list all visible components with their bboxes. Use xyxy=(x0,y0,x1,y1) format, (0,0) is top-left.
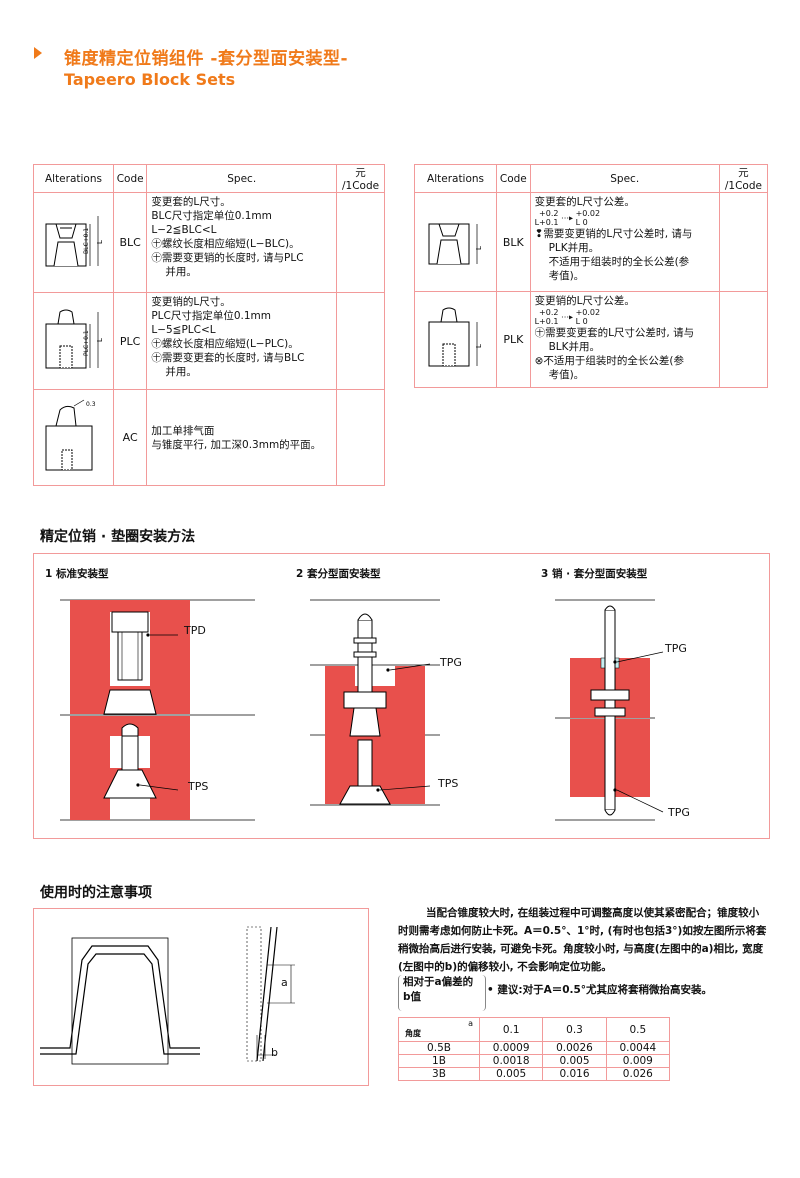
install-diagram-3 xyxy=(555,599,664,821)
page-title: 锥度精定位销组件 -套分型面安装型- xyxy=(64,49,349,69)
svg-text:L: L xyxy=(475,246,483,250)
note-icon: ㊉ xyxy=(151,352,162,364)
price-cell xyxy=(336,292,385,390)
note-icon: ㊉ xyxy=(151,338,162,350)
plk-spec: 变更销的L尺寸公差。 +0.2 L+0.1 ⋯▸ +0.02 L 0 ㊉需要变更… xyxy=(529,291,720,388)
code-blc: BLC xyxy=(112,192,148,293)
table-row: 0.3 AC 加工单排气面 与锥度平行, 加工深0.3mm的平面。 xyxy=(33,389,385,486)
col-header: 0.3 xyxy=(542,1017,607,1042)
install-label-3: 3 销 · 套分型面安装型 xyxy=(541,568,648,580)
plc-figure: PLC+0.1 L xyxy=(33,292,114,390)
notes-figure-panel xyxy=(33,908,369,1086)
page-subtitle: Tapeero Block Sets xyxy=(64,70,236,89)
callout-tps-1: TPS xyxy=(188,780,209,793)
table-row: L PLK 变更销的L尺寸公差。 +0.2 L+0.1 ⋯▸ +0.02 L 0… xyxy=(413,291,769,388)
install-label-1: 1 标准安装型 xyxy=(45,568,109,580)
right-alterations-table: Alterations Code Spec. 元 /1Code L BLK 变更… xyxy=(413,164,769,388)
note-icon: ㊉ xyxy=(151,238,162,250)
ac-spec: 加工单排气面 与锥度平行, 加工深0.3mm的平面。 xyxy=(146,389,338,486)
callout-tpg-2: TPG xyxy=(665,642,687,655)
price-cell xyxy=(336,389,385,486)
code-plk: PLK xyxy=(496,291,531,388)
plc-spec: 变更销的L尺寸。 PLC尺寸指定单位0.1mm L−5≦PLC<L ㊉螺纹长度相… xyxy=(146,292,338,390)
plk-figure: L xyxy=(413,291,498,388)
install-section-title: 精定位销 · 垫圈安装方法 xyxy=(40,529,196,545)
note-icon: ㊉ xyxy=(534,327,546,339)
code-plc: PLC xyxy=(112,292,148,390)
col-header: 0.5 xyxy=(605,1017,671,1042)
svg-text:L: L xyxy=(96,240,104,244)
left-alterations-table: Alterations Code Spec. 元 /1Code BLC+0.1 … xyxy=(33,164,385,486)
price-cell xyxy=(718,291,769,388)
blc-figure: BLC+0.1 L xyxy=(33,192,114,293)
code-blk: BLK xyxy=(496,192,531,292)
ac-figure: 0.3 xyxy=(33,389,114,486)
table-row: PLC+0.1 L PLC 变更销的L尺寸。 PLC尺寸指定单位0.1mm L−… xyxy=(33,292,385,390)
svg-text:L: L xyxy=(475,344,483,348)
prohibit-icon: ⊗ xyxy=(534,355,544,367)
install-label-2: 2 套分型面安装型 xyxy=(296,568,381,580)
col-code: Code xyxy=(112,164,148,193)
callout-tps-2: TPS xyxy=(438,777,459,790)
svg-text:L: L xyxy=(96,338,104,342)
table-row: 3B 0.005 0.016 0.026 xyxy=(398,1067,671,1081)
install-panel xyxy=(33,553,770,839)
notes-paragraph: 当配合锥度较大时, 在组装过程中可调整高度以使其紧密配合；锥度较小时则需考虑如何… xyxy=(398,907,767,973)
callout-tpg-1: TPG xyxy=(440,656,462,669)
price-cell xyxy=(718,192,769,292)
fig-label-a: a xyxy=(281,976,288,989)
blk-figure: L xyxy=(413,192,498,292)
title-arrow-icon xyxy=(34,47,42,59)
note-icon: ❢ xyxy=(534,228,544,240)
callout-tpd: TPD xyxy=(184,624,206,637)
fig-label-b: b xyxy=(271,1046,278,1059)
blc-spec: 变更套的L尺寸。 BLC尺寸指定单位0.1mm L−2≦BLC<L ㊉螺纹长度相… xyxy=(146,192,338,293)
svg-text:BLC+0.1: BLC+0.1 xyxy=(83,228,90,254)
table-row: 1B 0.0018 0.005 0.009 xyxy=(398,1054,671,1068)
col-price: 元 /1Code xyxy=(336,164,385,193)
ratio-label-box: 相对于a偏差的 b值 xyxy=(398,975,486,1011)
col-header: 0.1 xyxy=(478,1017,544,1042)
fit-figure-left xyxy=(40,937,200,1065)
svg-text:0.3: 0.3 xyxy=(86,401,96,408)
col-alterations: Alterations xyxy=(33,164,114,193)
install-diagram-1 xyxy=(60,599,255,821)
svg-text:PLC+0.1: PLC+0.1 xyxy=(83,330,90,356)
table-row: BLC+0.1 L BLC 变更套的L尺寸。 BLC尺寸指定单位0.1mm L−… xyxy=(33,192,385,293)
blk-spec: 变更套的L尺寸公差。 +0.2 L+0.1 ⋯▸ +0.02 L 0 ❢需要变更… xyxy=(529,192,720,292)
col-spec: Spec. xyxy=(146,164,338,193)
install-diagram-2 xyxy=(310,599,440,806)
code-ac: AC xyxy=(112,389,148,486)
table-corner: a 角度 xyxy=(398,1017,480,1042)
callout-tpg-3: TPG xyxy=(668,806,690,819)
advice-text: • 建议:对于A＝0.5°尤其应将套稍微抬高安装。 xyxy=(487,984,713,996)
notes-section-title: 使用时的注意事项 xyxy=(40,885,152,901)
deviation-table: a 角度 0.1 0.3 0.5 0.5B 0.0009 0.0026 0.00… xyxy=(398,1017,671,1081)
fit-figure-right xyxy=(246,926,295,1062)
price-cell xyxy=(336,192,385,293)
table-row: 0.5B 0.0009 0.0026 0.0044 xyxy=(398,1041,671,1055)
table-row: L BLK 变更套的L尺寸公差。 +0.2 L+0.1 ⋯▸ +0.02 L 0… xyxy=(413,192,769,292)
note-icon: ㊉ xyxy=(151,252,162,264)
